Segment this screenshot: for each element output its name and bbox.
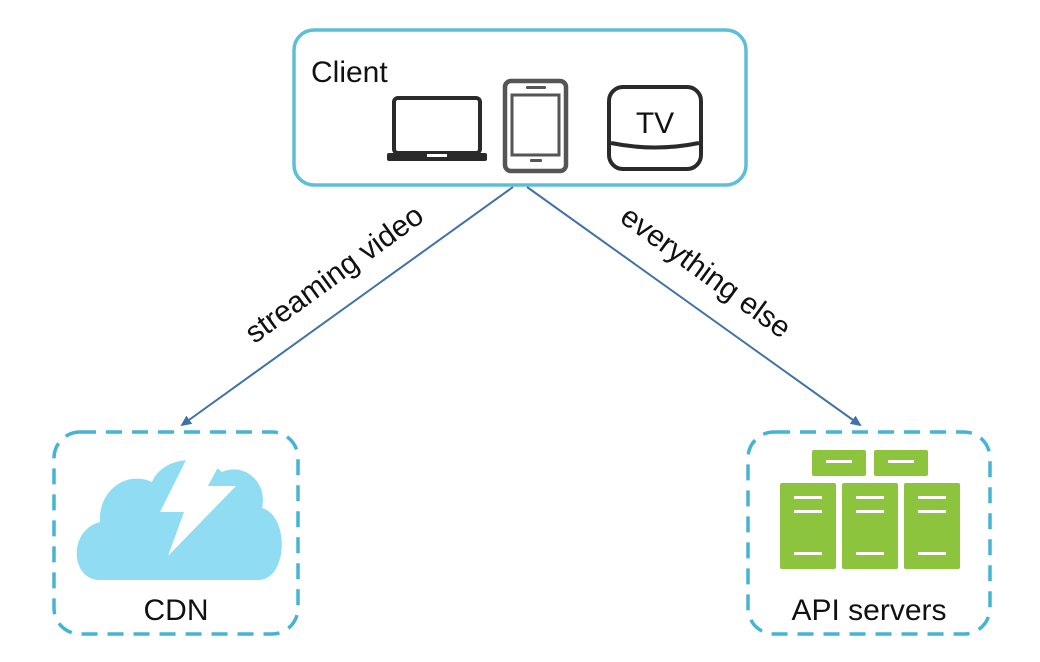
client-title: Client [311,56,388,89]
edge-label-everything-else: everything else [614,200,797,345]
cdn-node: CDN [52,430,300,636]
api-servers-node: API servers [746,430,992,636]
edge-streaming-video: streaming video [180,186,514,427]
edge-everything-else: everything else [526,186,862,427]
tv-label: TV [636,107,674,140]
phone-icon [502,78,569,174]
server-rack-icon [780,450,960,569]
edge-label-streaming-video: streaming video [239,199,430,350]
laptop-icon [387,96,487,161]
client-node: Client TV [292,28,748,187]
arrow-to-cdn [180,186,514,427]
cloud-lightning-icon [76,452,282,580]
api-servers-label: API servers [791,594,946,627]
arrow-to-api [526,186,862,427]
tv-box-icon: TV [607,85,703,171]
cdn-label: CDN [144,594,209,627]
